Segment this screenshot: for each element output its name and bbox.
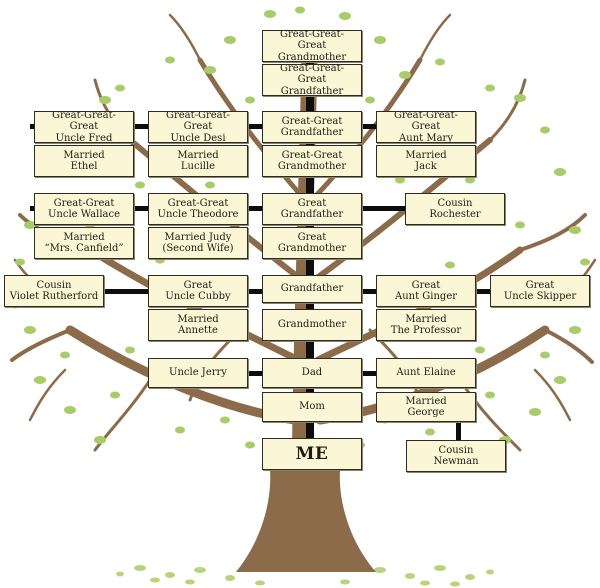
connector-left-upper — [30, 124, 262, 129]
person-great-grandfather[interactable]: Great Grandfather — [262, 193, 362, 225]
person-grandmother[interactable]: Grandmother — [262, 309, 362, 341]
person-me[interactable]: ME — [262, 438, 362, 470]
person-label: Great-Great Grandfather — [280, 115, 344, 139]
person-label: Married Annette — [177, 313, 219, 337]
person-label: Grandfather — [280, 283, 344, 295]
connector-right-mid — [360, 206, 408, 211]
person-label: Great-Great Uncle Wallace — [47, 197, 120, 221]
person-label: Great-Great-Great Uncle Desi — [165, 111, 231, 143]
person-label: Cousin Newman — [433, 444, 479, 468]
connector-jerry — [248, 371, 264, 376]
person-label: Great Uncle Skipper — [503, 279, 577, 303]
person-label: Great Grandmother — [277, 231, 347, 255]
person-married-george[interactable]: Married George — [376, 392, 476, 422]
person-gg-grandfather[interactable]: Great-Great Grandfather — [262, 111, 362, 143]
person-grandfather[interactable]: Grandfather — [262, 275, 362, 303]
connector-right-upper — [360, 124, 378, 129]
person-mom[interactable]: Mom — [262, 392, 362, 422]
person-ggg-grandmother[interactable]: Great-Great-Great Grandmother — [262, 30, 362, 62]
person-ggg-grandfather[interactable]: Great-Great-Great Grandfather — [262, 64, 362, 96]
person-married-annette[interactable]: Married Annette — [148, 309, 248, 341]
person-cousin-newman[interactable]: Cousin Newman — [406, 440, 506, 472]
person-label: Cousin Violet Rutherford — [9, 279, 99, 303]
person-label: Married George — [405, 395, 447, 419]
person-label: Great Aunt Ginger — [394, 279, 458, 303]
person-ggg-uncle-desi[interactable]: Great-Great-Great Uncle Desi — [148, 111, 248, 143]
fallen-leaves — [116, 565, 494, 587]
person-label: Great-Great Grandmother — [277, 149, 347, 173]
person-married-jack[interactable]: Married Jack — [376, 145, 476, 177]
person-label: Mom — [299, 401, 325, 413]
person-married-mrs-canfield[interactable]: Married “Mrs. Canfield” — [34, 227, 134, 259]
person-ggg-uncle-fred[interactable]: Great-Great-Great Uncle Fred — [34, 111, 134, 143]
person-uncle-jerry[interactable]: Uncle Jerry — [148, 358, 248, 388]
person-great-aunt-ginger[interactable]: Great Aunt Ginger — [376, 275, 476, 307]
person-label: Dad — [301, 367, 323, 379]
person-gg-uncle-theodore[interactable]: Great-Great Uncle Theodore — [148, 193, 248, 225]
leaves — [10, 6, 590, 449]
person-label: Married Judy (Second Wife) — [162, 231, 234, 255]
person-label: Married Ethel — [63, 149, 105, 173]
person-great-uncle-skipper[interactable]: Great Uncle Skipper — [490, 275, 590, 307]
connector-newman — [456, 420, 461, 442]
person-label: Uncle Jerry — [169, 367, 227, 379]
person-great-uncle-cubby[interactable]: Great Uncle Cubby — [148, 275, 248, 307]
person-married-professor[interactable]: Married The Professor — [376, 309, 476, 341]
person-label: Great-Great-Great Grandfather — [279, 64, 345, 96]
person-label: Married Jack — [405, 149, 447, 173]
person-ggg-aunt-mary[interactable]: Great-Great-Great Aunt Mary — [376, 111, 476, 143]
person-label: Cousin Rochester — [429, 197, 481, 221]
person-label: Great Uncle Cubby — [165, 279, 231, 303]
person-label: Great-Great-Great Uncle Fred — [51, 111, 117, 143]
person-label: Married “Mrs. Canfield” — [44, 231, 124, 255]
person-cousin-rochester[interactable]: Cousin Rochester — [405, 193, 505, 225]
connector-elaine — [360, 371, 376, 376]
person-label: Great-Great-Great Aunt Mary — [393, 111, 459, 143]
trunk — [236, 470, 376, 572]
person-married-lucille[interactable]: Married Lucille — [148, 145, 248, 177]
person-label: Great-Great-Great Grandmother — [277, 30, 347, 62]
person-label: Great Grandfather — [280, 197, 344, 221]
person-label: Married Lucille — [177, 149, 219, 173]
person-label-me: ME — [295, 444, 329, 464]
person-great-grandmother[interactable]: Great Grandmother — [262, 227, 362, 259]
person-cousin-violet[interactable]: Cousin Violet Rutherford — [4, 275, 104, 307]
person-label: Great-Great Uncle Theodore — [157, 197, 239, 221]
person-married-judy[interactable]: Married Judy (Second Wife) — [148, 227, 248, 259]
person-aunt-elaine[interactable]: Aunt Elaine — [376, 358, 476, 388]
person-married-ethel[interactable]: Married Ethel — [34, 145, 134, 177]
connector-left-mid — [30, 206, 262, 211]
person-dad[interactable]: Dad — [262, 358, 362, 388]
person-gg-uncle-wallace[interactable]: Great-Great Uncle Wallace — [34, 193, 134, 225]
person-label: Aunt Elaine — [396, 367, 456, 379]
person-label: Married The Professor — [390, 313, 462, 337]
person-label: Grandmother — [277, 319, 347, 331]
person-gg-grandmother[interactable]: Great-Great Grandmother — [262, 145, 362, 177]
